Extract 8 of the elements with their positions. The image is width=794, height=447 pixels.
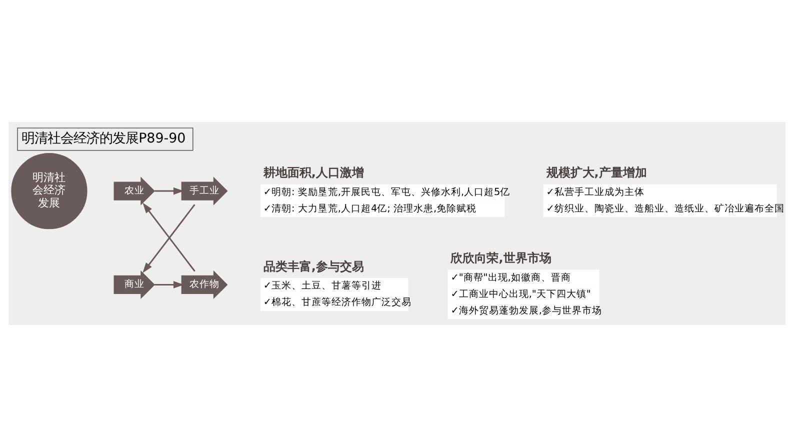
node-label: 规模扩大,产量增加 (546, 166, 647, 180)
node-circle: 明清社会经济发展 (11, 152, 88, 230)
arrow (154, 281, 184, 288)
diagram-title: 明清社会经济的发展P89-90 (22, 131, 186, 146)
arrow (154, 187, 184, 195)
node-label: 耕地面积,人口激增 (263, 166, 364, 180)
node-label: 品类丰富,参与交易 (263, 259, 364, 274)
node-label: 欣欣向荣,世界市场 (450, 251, 552, 266)
